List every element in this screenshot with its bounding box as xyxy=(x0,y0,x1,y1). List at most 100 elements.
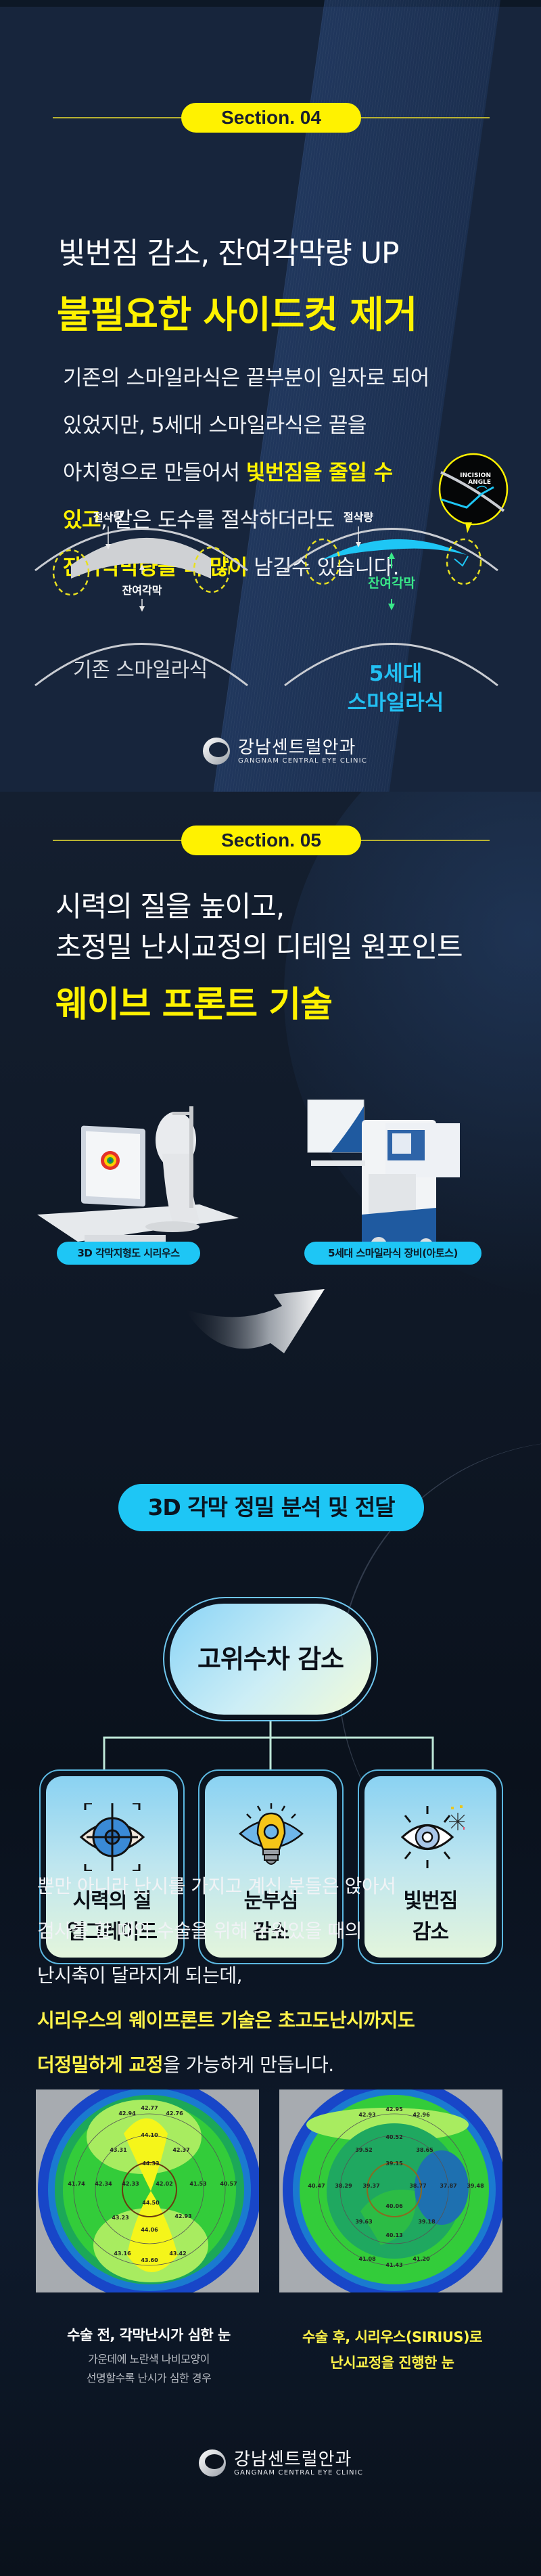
cornea-diagram: 절삭량 잔여각막 절삭량 잔여각막 xyxy=(34,453,509,687)
eye-target-icon xyxy=(79,1803,145,1871)
fifth-gen-smile-label: 5세대 스마일라식 xyxy=(331,660,460,718)
tree-root-label: 고위수차 감소 xyxy=(170,1604,371,1715)
svg-text:39.48: 39.48 xyxy=(467,2183,484,2189)
benefit-label: 빛번짐 감소 xyxy=(403,1889,458,1944)
section-05-subheading-1: 시력의 질을 높이고, xyxy=(55,890,285,923)
paragraph-line: 뿐만 아니라 난시를 가지고 계신 분들은 앉아서 xyxy=(37,1864,511,1909)
fifth-gen-line1: 5세대 xyxy=(369,662,423,686)
section-badge: Section. 04 xyxy=(181,103,361,133)
benefit-card-vision-quality: 시력의 질 업그레이드 xyxy=(39,1769,185,1964)
svg-text:40.57: 40.57 xyxy=(220,2181,237,2187)
body-text: 있었지만, 5세대 스마일라식은 끝을 xyxy=(63,413,367,438)
paragraph-line: 잔여각막량을 더 많이 남길수 있습니다. xyxy=(63,544,496,591)
section-05-header: Section. 05 xyxy=(53,826,490,855)
paragraph-line: 아치형으로 만들어서 빛번짐을 줄일 수 xyxy=(63,449,496,497)
svg-text:43.42: 43.42 xyxy=(169,2251,186,2257)
smile-lasik-comparison-diagram: 절삭량 잔여각막 절삭량 잔여각막 xyxy=(0,447,541,731)
highlighted-text: 있고 xyxy=(63,508,101,533)
body-text: 검사를 할 때와 수술을 위해 누워있을 때의 xyxy=(37,1920,362,1942)
benefit-label: 시력의 질 업그레이드 xyxy=(67,1889,158,1944)
paragraph-line: 더정밀하게 교정을 가능하게 만듭니다. xyxy=(37,2043,511,2087)
body-text: 아치형으로 만들어서 xyxy=(63,461,246,485)
paragraph-line: 검사를 할 때와 수술을 위해 누워있을 때의 xyxy=(37,1909,511,1953)
eye-lightbulb-icon xyxy=(238,1803,304,1865)
svg-text:42.93: 42.93 xyxy=(358,2112,375,2118)
svg-text:40.06: 40.06 xyxy=(385,2203,403,2209)
svg-text:41.74: 41.74 xyxy=(68,2181,85,2187)
after-caption-line1: 수술 후, 시리우스(SIRIUS)로 xyxy=(302,2329,482,2345)
topographer-illustration xyxy=(37,1106,239,1252)
section-05-title: 웨이브 프론트 기술 xyxy=(55,985,333,1025)
before-caption: 수술 전, 각막난시가 심한 눈 가운데에 노란색 나비모양이 선명할수록 난시… xyxy=(27,2324,270,2388)
svg-text:41.20: 41.20 xyxy=(413,2256,430,2262)
analysis-transfer-label: 3D 각막 정밀 분석 및 전달 xyxy=(118,1484,424,1531)
section-badge: Section. 05 xyxy=(181,826,361,855)
highlighted-text: 빛번짐을 줄일 수 xyxy=(245,461,393,485)
svg-text:44.33: 44.33 xyxy=(142,2161,159,2167)
svg-text:40.47: 40.47 xyxy=(308,2183,325,2189)
atos-device-image xyxy=(304,1099,480,1255)
callout-text-line1: INCISION xyxy=(460,472,491,479)
left-cut-label: 절삭량 xyxy=(93,511,123,524)
svg-text:43.16: 43.16 xyxy=(114,2251,131,2257)
svg-text:39.37: 39.37 xyxy=(362,2183,379,2189)
highlighted-text: 더정밀하게 교정 xyxy=(37,2054,164,2076)
clinic-logo: 강남센트럴안과 GANGNAM CENTRAL EYE CLINIC xyxy=(202,736,367,766)
svg-text:40.52: 40.52 xyxy=(385,2134,402,2140)
svg-text:44.10: 44.10 xyxy=(141,2132,158,2138)
sirius-device-label: 3D 각막지형도 시리우스 xyxy=(57,1242,200,1265)
svg-text:42.94: 42.94 xyxy=(118,2110,136,2117)
svg-text:42.33: 42.33 xyxy=(122,2181,139,2187)
curved-arrow-icon xyxy=(185,1289,325,1353)
svg-text:42.77: 42.77 xyxy=(141,2105,158,2111)
svg-text:38.77: 38.77 xyxy=(409,2183,426,2189)
tree-root-node: 고위수차 감소 xyxy=(163,1597,378,1721)
svg-text:43.31: 43.31 xyxy=(110,2147,127,2153)
body-text: 남길수 있습니다. xyxy=(247,556,399,580)
atos-device-label: 5세대 스마일라식 장비(아토스) xyxy=(304,1242,481,1265)
svg-text:42.34: 42.34 xyxy=(95,2181,112,2187)
fifth-gen-line2: 스마일라식 xyxy=(347,691,444,715)
section-04: Section. 04 빛번짐 감소, 잔여각막량 UP 불필요한 사이드컷 제… xyxy=(0,0,541,792)
svg-text:42.96: 42.96 xyxy=(413,2112,430,2118)
clinic-name-korean: 강남센트럴안과 xyxy=(238,737,356,758)
incision-angle-callout: INCISION ANGLE xyxy=(438,453,509,533)
svg-text:44.50: 44.50 xyxy=(142,2200,160,2206)
benefit-label: 눈부심 감소 xyxy=(243,1889,299,1944)
section-04-header: Section. 04 xyxy=(53,103,490,133)
svg-text:42.37: 42.37 xyxy=(172,2147,189,2153)
svg-text:42.93: 42.93 xyxy=(174,2213,191,2219)
clinic-logo-mark-icon xyxy=(199,2449,226,2477)
paragraph-line: 기존의 스마일라식은 끝부분이 일자로 되어 xyxy=(63,355,496,402)
after-caption-line2: 난시교정을 진행한 눈 xyxy=(330,2355,454,2371)
clinic-name-english: GANGNAM CENTRAL EYE CLINIC xyxy=(234,2468,364,2477)
svg-text:37.87: 37.87 xyxy=(440,2183,456,2189)
paragraph-line: 난시축이 달라지게 되는데, xyxy=(37,1953,511,1998)
conventional-smile-label: 기존 스마일라식 xyxy=(73,658,208,682)
section-05-subheading-2: 초정밀 난시교정의 디테일 원포인트 xyxy=(55,930,463,964)
body-text: 을 가능하게 만듭니다. xyxy=(163,2054,334,2076)
svg-text:41.53: 41.53 xyxy=(189,2181,206,2187)
left-residual-label: 잔여각막 xyxy=(122,584,162,597)
callout-text-line2: ANGLE xyxy=(468,479,491,486)
svg-text:43.23: 43.23 xyxy=(112,2215,128,2221)
clinic-name-english: GANGNAM CENTRAL EYE CLINIC xyxy=(238,756,368,765)
clinic-name-korean: 강남센트럴안과 xyxy=(234,2449,352,2470)
svg-text:42.76: 42.76 xyxy=(166,2110,183,2117)
laser-system-illustration xyxy=(307,1099,460,1255)
svg-text:42.02: 42.02 xyxy=(156,2181,172,2187)
after-caption: 수술 후, 시리우스(SIRIUS)로 난시교정을 진행한 눈 xyxy=(277,2324,507,2376)
right-cut-label: 절삭량 xyxy=(344,511,373,524)
section-05: Section. 05 시력의 질을 높이고, 초정밀 난시교정의 디테일 원포… xyxy=(0,792,541,2576)
section-04-subheading: 빛번짐 감소, 잔여각막량 UP xyxy=(58,236,399,271)
clinic-logo-mark-icon xyxy=(203,738,230,765)
benefit-card-glare: 눈부심 감소 xyxy=(198,1769,344,1964)
sirius-device-image xyxy=(37,1106,240,1252)
